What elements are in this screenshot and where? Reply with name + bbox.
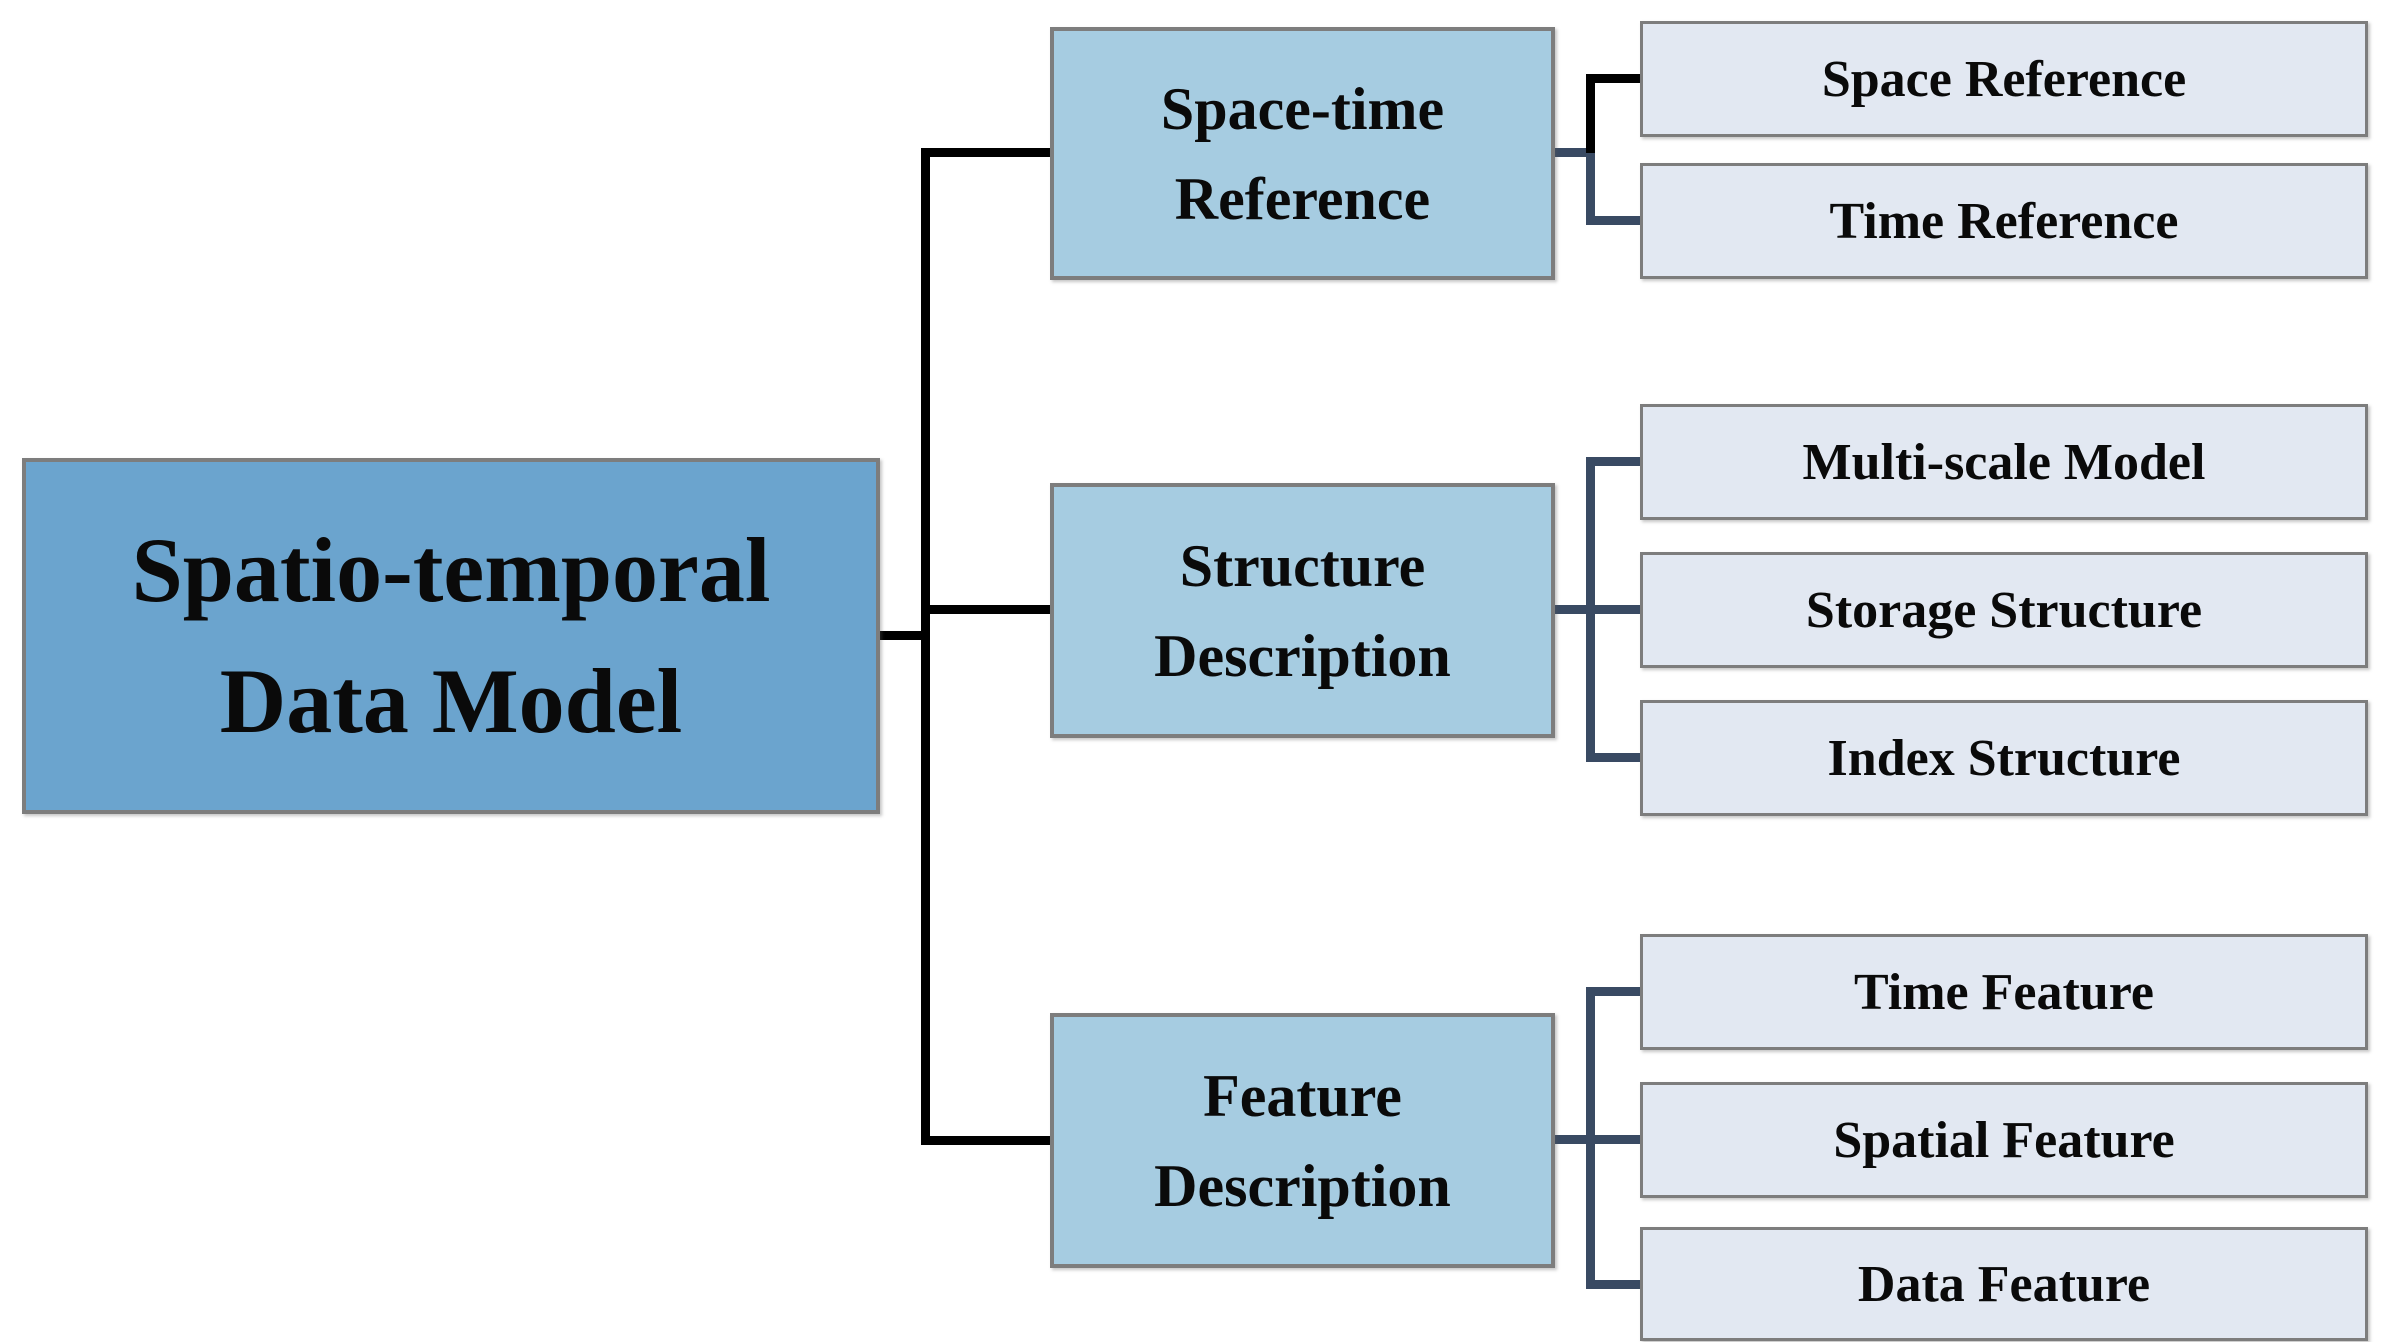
connector-branch-feature-description: [921, 1136, 1052, 1145]
connector-stub-spatial-feature: [1553, 1135, 1642, 1144]
label-line2: Reference: [1174, 165, 1431, 232]
connector-stub-data-feature: [1590, 1280, 1642, 1289]
node-space-reference: Space Reference: [1640, 21, 2368, 137]
label-line2: Description: [1154, 1152, 1451, 1219]
node-label: Spatio-temporal Data Model: [26, 505, 876, 766]
node-time-reference: Time Reference: [1640, 163, 2368, 279]
connector-stub-space-reference: [1586, 74, 1642, 83]
root-label-line2: Data Model: [219, 650, 683, 752]
connector-stub-time-feature: [1590, 987, 1642, 996]
connector-trunk-vertical: [921, 149, 930, 1145]
node-multi-scale-model: Multi-scale Model: [1640, 404, 2368, 520]
node-feature-description: Feature Description: [1050, 1013, 1555, 1268]
node-label: Storage Structure: [1805, 581, 2203, 639]
node-index-structure: Index Structure: [1640, 700, 2368, 816]
node-time-feature: Time Feature: [1640, 934, 2368, 1050]
connector-space-time-vertical-lower: [1586, 153, 1595, 225]
node-label: Index Structure: [1827, 729, 2181, 787]
node-label: Feature Description: [1054, 1051, 1551, 1231]
root-label-line1: Spatio-temporal: [131, 519, 771, 622]
connector-branch-space-time-reference: [921, 148, 1052, 157]
node-spatio-temporal-data-model: Spatio-temporal Data Model: [22, 458, 880, 814]
node-storage-structure: Storage Structure: [1640, 552, 2368, 668]
label-line2: Description: [1154, 622, 1451, 689]
label-line1: Feature: [1203, 1062, 1402, 1129]
node-spatial-feature: Spatial Feature: [1640, 1082, 2368, 1198]
connector-root-stub: [878, 631, 930, 640]
connector-space-time-vertical-upper: [1586, 74, 1595, 153]
node-label: Space-time Reference: [1054, 64, 1551, 244]
label-line1: Structure: [1179, 532, 1426, 599]
node-label: Multi-scale Model: [1802, 433, 2206, 491]
node-label: Spatial Feature: [1833, 1111, 2175, 1169]
connector-branch-structure-description: [921, 605, 1052, 614]
node-space-time-reference: Space-time Reference: [1050, 27, 1555, 280]
node-structure-description: Structure Description: [1050, 483, 1555, 738]
connector-stub-index-structure: [1590, 753, 1642, 762]
connector-stub-time-reference: [1586, 216, 1642, 225]
node-data-feature: Data Feature: [1640, 1227, 2368, 1341]
node-label: Data Feature: [1857, 1255, 2151, 1313]
connector-space-time-junction-stub: [1553, 148, 1591, 157]
connector-stub-storage-structure: [1553, 605, 1642, 614]
node-label: Time Feature: [1854, 963, 2154, 1021]
node-label: Space Reference: [1821, 50, 2187, 108]
connector-stub-multi-scale-model: [1590, 457, 1642, 466]
node-label: Structure Description: [1054, 521, 1551, 701]
node-label: Time Reference: [1829, 192, 2179, 250]
label-line1: Space-time: [1160, 75, 1445, 142]
